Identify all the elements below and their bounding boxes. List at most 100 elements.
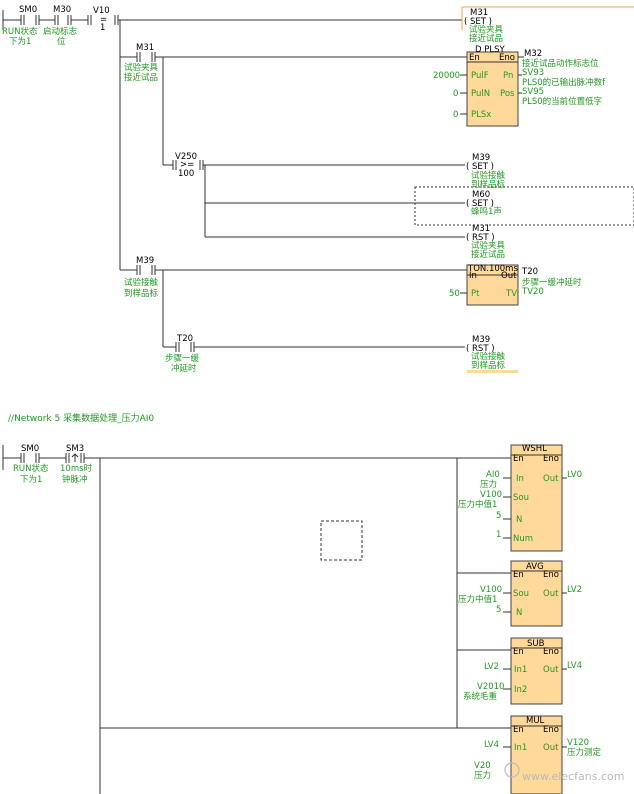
plsy-input-plsx: 0 [453, 110, 458, 120]
coil-set-m60-comment: 蜂鸣1声 [471, 206, 502, 217]
mul-input-in1: LV4 [484, 740, 499, 750]
coil-rst-m31-address: M31 [472, 224, 490, 234]
contact-m31-address: M31 [136, 43, 154, 53]
wshl-input-in: AI0 [486, 470, 500, 480]
ton-comment: 步骤一缓冲延时 [522, 277, 582, 288]
contact-sm3-address: SM3 [66, 444, 84, 454]
plsy-plsx-label: PLSx [471, 110, 491, 120]
wshl-input-sou-comment: 压力中值1 [458, 499, 497, 510]
plsy-puln-label: PulN [471, 89, 490, 99]
contact-t20-comment: 冲延时 [171, 363, 197, 374]
sub-function-block[interactable] [510, 637, 563, 705]
sub-output: LV4 [567, 661, 582, 671]
mul-in1-label: In1 [514, 743, 527, 753]
sub-out-label: Out [543, 665, 559, 675]
coil-rst-m39[interactable]: M39 ( RST ) 试验接触 到样品标 [466, 335, 506, 371]
coil-set-m31-operator: ( SET ) [464, 17, 492, 27]
plsy-pulf-label: PulF [471, 71, 489, 81]
avg-function-block[interactable] [510, 560, 563, 627]
watermark: www.elecfans.com [504, 762, 624, 783]
compare-v250-address: V250 [175, 152, 197, 162]
compare-contact-v10[interactable] [87, 15, 119, 25]
sub-in2-label: In2 [514, 685, 527, 695]
ton-tv-label: TV [505, 289, 517, 299]
coil-rst-m31[interactable]: M31 ( RST ) 试验夹具 接近试品 [466, 224, 506, 260]
avg-output: LV2 [567, 585, 582, 595]
contact-sm0[interactable] [20, 15, 40, 25]
ton-in-label: In [469, 271, 477, 281]
contact-t20[interactable] [175, 342, 195, 352]
mul-en-label: En [513, 725, 524, 735]
contact-m30[interactable] [54, 15, 72, 25]
mul-title: MUL [526, 716, 545, 726]
plsy-input-puln: 0 [453, 89, 458, 99]
contact-m31[interactable] [136, 52, 156, 62]
compare-contact-v250[interactable] [172, 160, 204, 170]
contact-sm0-n5-address: SM0 [21, 444, 39, 454]
sub-en-label: En [513, 647, 524, 657]
wshl-in-label: In [516, 474, 524, 484]
avg-input-sou: V100 [480, 585, 502, 595]
coil-set-m60[interactable]: M60 ( SET ) 蜂鸣1声 [466, 190, 502, 217]
contact-sm0-n5[interactable] [20, 453, 40, 463]
avg-eno-label: Eno [543, 570, 559, 580]
avg-input-n: 5 [496, 605, 501, 615]
plsy-title: D PLSY [475, 45, 506, 55]
ton-address: T20 [521, 267, 538, 277]
mul-eno-label: Eno [543, 725, 559, 735]
plsy-output-pos-address: SV95 [522, 87, 544, 97]
coil-set-m31[interactable]: M31 ( SET ) 试验夹具 接近试品 [464, 8, 504, 44]
coil-set-m39[interactable]: M39 ( SET ) 试验接触 到样品标 [466, 153, 506, 190]
avg-en-label: En [513, 570, 524, 580]
ton-output-tv: TV20 [521, 287, 544, 297]
coil-set-m31-comment: 接近试品 [469, 33, 503, 44]
coil-rst-m31-operator: ( RST ) [466, 233, 495, 243]
coil-set-m31-address: M31 [470, 8, 488, 18]
wshl-out-label: Out [543, 474, 559, 484]
contact-sm3-rising-edge[interactable] [65, 453, 85, 463]
wshl-n-label: N [516, 515, 522, 525]
coil-rst-m39-comment: 试验接触 [471, 351, 506, 362]
contact-m39-comment: 试验接触 [124, 277, 159, 288]
mul-function-block[interactable] [510, 715, 563, 794]
selection-box [414, 186, 634, 226]
wshl-en-label: En [513, 454, 524, 464]
sub-title: SUB [527, 639, 545, 649]
avg-input-sou-comment: 压力中值1 [458, 594, 497, 605]
mul-input-in2: V20 [474, 761, 491, 771]
ton-out-label: Out [501, 271, 517, 281]
plsy-output-pn-address: SV93 [522, 68, 544, 78]
coil-set-m60-operator: ( SET ) [466, 199, 494, 209]
plsy-function-block[interactable] [466, 51, 519, 127]
avg-title: AVG [526, 562, 544, 572]
contact-m30-address: M30 [53, 5, 71, 15]
wshl-num-label: Num [513, 534, 533, 544]
contact-sm0-comment: RUN状态 [2, 26, 38, 37]
wshl-title: WSHL [522, 444, 547, 454]
coil-rst-m31-comment: 试验夹具 [471, 240, 506, 251]
plsy-output-pn-comment: PLS0的已输出脉冲数f [522, 77, 606, 88]
contact-m39[interactable] [136, 265, 156, 275]
plsy-input-pulf: 20000 [433, 71, 460, 81]
sub-input-in2-comment: 系统毛重 [463, 691, 498, 702]
coil-rst-m39-address: M39 [472, 335, 490, 345]
contact-sm0-n5-comment: RUN状态 [13, 463, 49, 474]
contact-t20-address: T20 [176, 334, 193, 344]
wshl-input-num: 1 [496, 530, 501, 540]
plsy-pn-label: Pn [503, 71, 513, 81]
watermark-text: www.elecfans.com [522, 770, 624, 783]
sub-eno-label: Eno [543, 647, 559, 657]
contact-m39-comment: 到样品标 [124, 288, 159, 299]
ton-timer-block[interactable] [466, 264, 519, 306]
network-5-comment[interactable]: //Network 5 采集数据处理_压力AI0 [8, 412, 154, 424]
plsy-output-pos-comment: PLS0的当前位置低字 [522, 96, 602, 107]
coil-set-m60-address: M60 [472, 190, 490, 200]
wshl-function-block[interactable] [510, 444, 563, 552]
compare-v10-address: V10 [93, 6, 110, 16]
contact-sm0-address: SM0 [19, 5, 37, 15]
avg-n-label: N [516, 608, 522, 618]
cursor-selection-box[interactable] [320, 520, 363, 561]
ton-pt-label: Pt [471, 289, 480, 299]
contact-m30-comment: 启动标志 [43, 26, 78, 37]
block-edge [467, 370, 518, 373]
